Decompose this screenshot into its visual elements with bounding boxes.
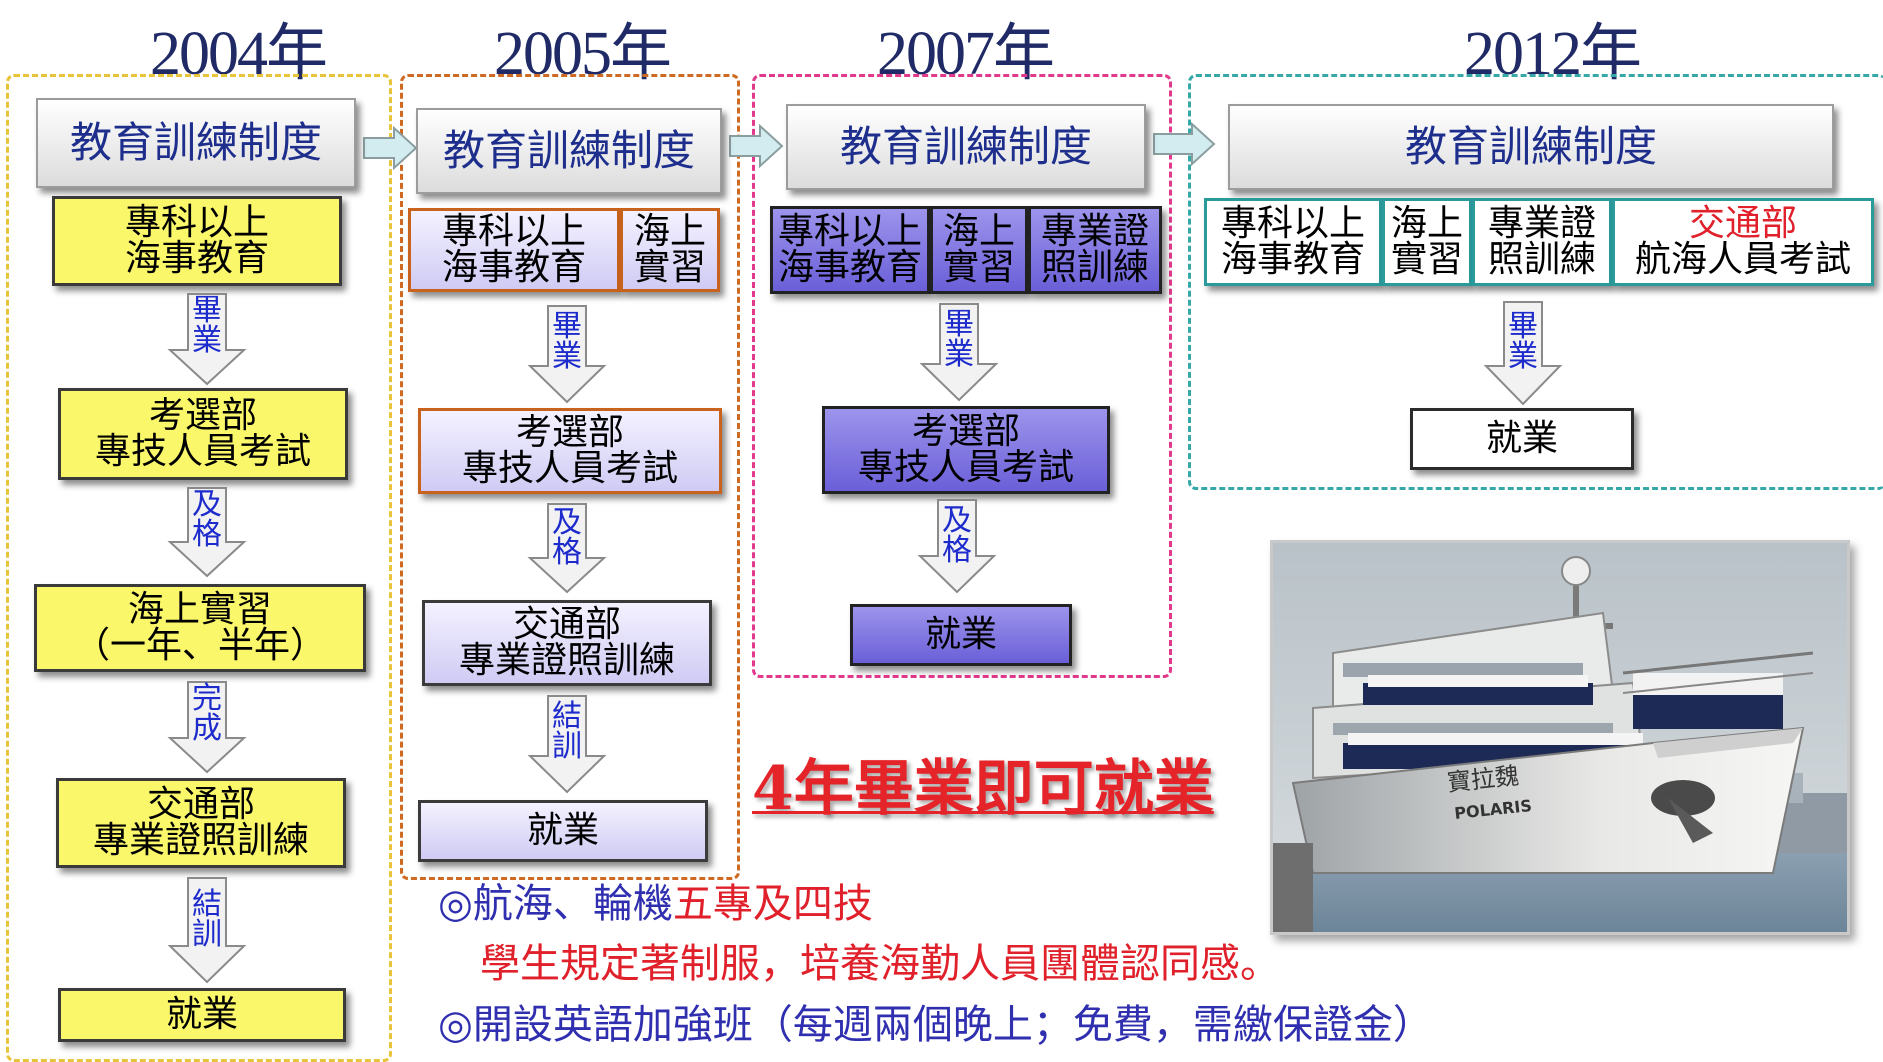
box-2012-exam-label: 航海人員考試	[1634, 239, 1851, 280]
note-line-1: ◎航海、輪機五專及四技	[438, 884, 873, 924]
box-2004-education: 專科以上 海事教育	[52, 196, 342, 286]
box-2012-education: 專科以上 海事教育	[1204, 198, 1382, 286]
arrow-2005-3: 結 訓	[526, 694, 608, 794]
arrow-2004-4: 結 訓	[166, 876, 248, 984]
down-arrow-icon	[527, 695, 607, 794]
down-arrow-icon	[167, 487, 247, 578]
down-arrow-icon	[917, 499, 997, 594]
down-arrow-icon	[527, 305, 607, 404]
frame-2007	[752, 74, 1172, 678]
down-arrow-icon	[1483, 301, 1563, 406]
box-2012-license: 專業證 照訓練	[1472, 198, 1612, 286]
box-2004-internship: 海上實習 （一年、半年）	[34, 584, 366, 672]
right-arrow-icon	[729, 124, 784, 168]
down-arrow-icon	[167, 877, 247, 984]
box-2012-mot-exam: 交通部 航海人員考試	[1612, 198, 1874, 286]
frame-2005	[400, 74, 740, 880]
arrow-2007-2: 及 格	[916, 498, 998, 594]
note-line-3: ◎開設英語加強班（每週兩個晚上；免費，需繳保證金）	[438, 1002, 1433, 1048]
box-2007-education: 專科以上 海事教育	[770, 206, 930, 294]
arrow-label: 及 格	[552, 505, 582, 570]
ship-image: 寶拉魏 POLARIS	[1273, 543, 1847, 932]
down-arrow-icon	[167, 681, 247, 774]
box-2007-exam: 考選部 專技人員考試	[822, 406, 1110, 494]
arrow-2007-1: 畢 業	[918, 302, 1000, 402]
header-2005: 教育訓練制度	[416, 108, 722, 194]
arrow-label: 及 格	[192, 487, 222, 552]
right-arrow-icon	[1153, 122, 1216, 166]
arrow-label: 畢 業	[192, 293, 222, 358]
down-arrow-icon	[527, 503, 607, 594]
arrow-label: 畢 業	[1508, 309, 1538, 374]
box-2012-employment: 就業	[1410, 408, 1634, 470]
arrow-2012-1: 畢 業	[1482, 300, 1564, 406]
box-2012-internship: 海上 實習	[1382, 198, 1472, 286]
arrow-label: 結 訓	[552, 699, 582, 764]
arrow-label: 畢 業	[944, 307, 974, 372]
arrow-2004-1: 畢 業	[166, 292, 248, 386]
box-2007-employment: 就業	[850, 604, 1072, 666]
box-2005-internship: 海上 實習	[620, 208, 720, 292]
box-2004-license: 交通部 專業證照訓練	[56, 778, 346, 868]
header-2004: 教育訓練制度	[36, 98, 356, 188]
arrow-label: 完 成	[192, 681, 222, 746]
box-2012-mot-label: 交通部	[1688, 203, 1797, 244]
box-2007-license: 專業證 照訓練	[1028, 206, 1162, 294]
box-2005-education: 專科以上 海事教育	[408, 208, 620, 292]
arrow-2004-3: 完 成	[166, 680, 248, 774]
note-line-2: 學生規定著制服，培養海勤人員團體認同感。	[480, 941, 1280, 987]
frame-2012	[1188, 74, 1883, 490]
arrow-2004-2: 及 格	[166, 486, 248, 578]
arrow-label: 及 格	[942, 503, 972, 568]
box-2007-internship: 海上 實習	[930, 206, 1028, 294]
note-line-1-highlight: 五專及四技	[672, 881, 873, 927]
box-2004-employment: 就業	[58, 988, 346, 1042]
box-2005-employment: 就業	[418, 800, 708, 862]
arrow-2005-2: 及 格	[526, 502, 608, 594]
box-2004-exam: 考選部 專技人員考試	[58, 388, 348, 480]
down-arrow-icon	[167, 293, 247, 386]
header-2012: 教育訓練制度	[1228, 104, 1834, 190]
ship-photo: 寶拉魏 POLARIS	[1270, 540, 1850, 935]
right-arrow-icon	[363, 126, 418, 170]
arrow-label: 畢 業	[552, 309, 582, 374]
arrow-2005-1: 畢 業	[526, 304, 608, 404]
down-arrow-icon	[919, 303, 999, 402]
box-2005-license: 交通部 專業證照訓練	[422, 600, 712, 686]
box-2005-exam: 考選部 專技人員考試	[418, 408, 722, 494]
slogan: 4年畢業即可就業	[752, 754, 1214, 824]
note-line-1-prefix: ◎航海、輪機	[438, 881, 673, 927]
header-2007: 教育訓練制度	[786, 104, 1146, 190]
arrow-label: 結 訓	[192, 887, 222, 952]
